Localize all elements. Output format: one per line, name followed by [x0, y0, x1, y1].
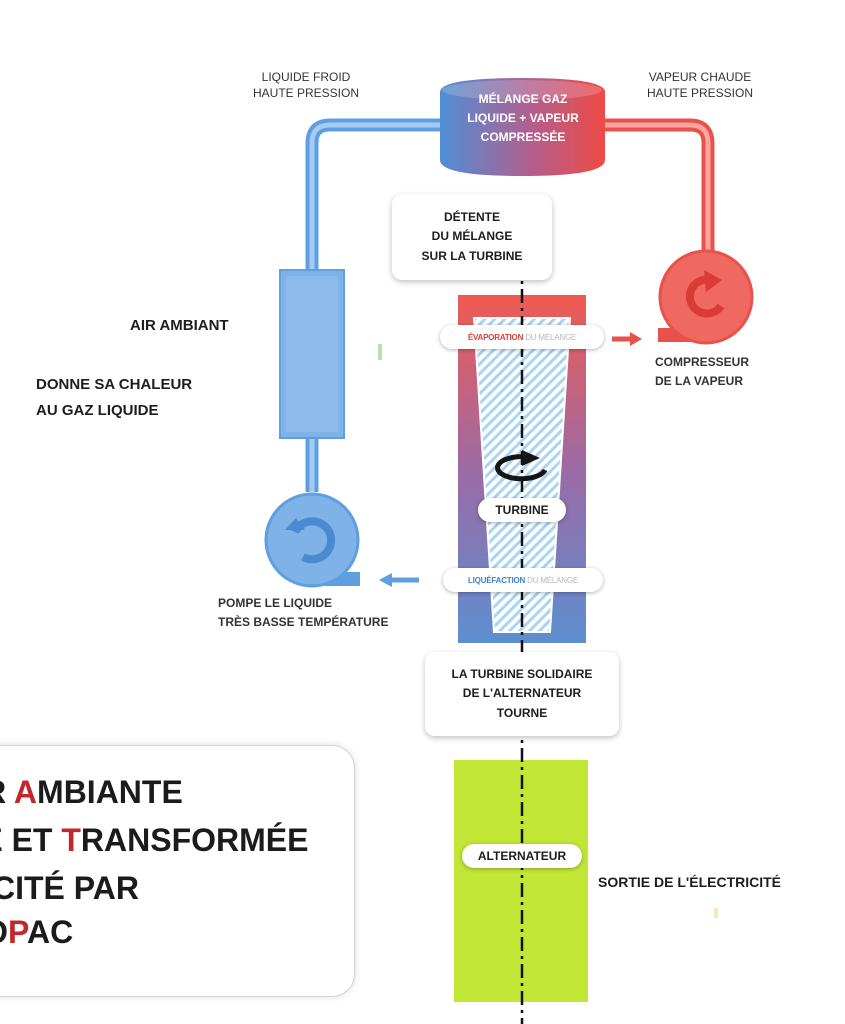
evaporation-main: ÉVAPORATION	[467, 332, 524, 342]
evaporation-arrow	[612, 332, 642, 346]
cold-liquid-pipe	[305, 118, 440, 492]
cold-liquid-label: LIQUIDE FROID HAUTE PRESSION	[236, 70, 376, 101]
hot-vapor-label: VAPEUR CHAUDE HAUTE PRESSION	[625, 70, 775, 101]
mixture-capsule	[440, 78, 605, 176]
title-line-2-accent: T	[61, 822, 81, 858]
stray-mark	[714, 908, 718, 918]
title-card: UR AMBIANTE ÉE ET TRANSFORMÉE RICITÉ PAR…	[0, 746, 354, 996]
expansion-box: DÉTENTE DU MÉLANGE SUR LA TURBINE	[392, 194, 552, 280]
liquefaction-rest: DU MÉLANGE	[527, 575, 579, 585]
liquefaction-pill: LIQUÉFACTION DU MÉLANGE	[443, 568, 603, 592]
mixture-label-line2: LIQUIDE + VAPEUR	[467, 111, 579, 126]
title-line-2-pre: ÉE ET	[0, 822, 53, 858]
title-line-4-post: AC	[26, 914, 74, 950]
ambient-air-label: AIR AMBIANT	[130, 317, 229, 334]
stray-mark	[378, 344, 382, 360]
title-line-1-pre: UR	[0, 774, 14, 810]
alternator-pill: ALTERNATEUR	[462, 844, 582, 868]
title-line-4-accent: P	[8, 914, 27, 950]
pump-label-line1: POMPE LE LIQUIDE	[218, 596, 333, 610]
liquefaction-main: LIQUÉFACTION	[467, 575, 526, 585]
compressor-label-line1: COMPRESSEUR	[655, 355, 750, 369]
expansion-line1: DÉTENTE	[443, 210, 500, 225]
pump-label-line2: TRÈS BASSE TEMPÉRATURE	[218, 615, 389, 630]
expansion-line2: DU MÉLANGE	[431, 229, 513, 244]
title-line-1-accent: A	[13, 774, 38, 810]
title-line-1: UR AMBIANTE	[0, 774, 183, 811]
mixture-label-line3: COMPRESSÉE	[480, 130, 566, 145]
gives-heat-label: DONNE SA CHALEUR AU GAZ LIQUIDE	[36, 372, 256, 425]
electricity-output-label: SORTIE DE L'ÉLECTRICITÉ	[598, 874, 782, 890]
alternator-block	[454, 760, 588, 1002]
title-line-2-post: RANSFORMÉE	[80, 822, 309, 858]
evaporation-rest: DU MÉLANGE	[525, 332, 577, 342]
title-line-1-post: MBIANTE	[37, 774, 183, 810]
title-line-3: RICITÉ PAR	[0, 870, 139, 906]
title-line-4: ROPAC	[0, 914, 73, 951]
liquefaction-arrow	[379, 573, 419, 587]
hot-vapor-label-line2: HAUTE PRESSION	[646, 85, 754, 100]
pump-label: POMPE LE LIQUIDE TRÈS BASSE TEMPÉRATURE	[218, 594, 428, 632]
hot-vapor-pipe	[605, 118, 715, 258]
evaporation-pill: ÉVAPORATION DU MÉLANGE	[440, 325, 604, 349]
title-line-4-pre: RO	[0, 914, 8, 950]
title-line-2: ÉE ET TRANSFORMÉE	[0, 822, 308, 859]
mixture-label-line1: MÉLANGE GAZ	[478, 92, 568, 106]
solidary-line3: TOURNE	[496, 705, 548, 720]
turbine-solidary-box: LA TURBINE SOLIDAIRE DE L'ALTERNATEUR TO…	[425, 652, 619, 736]
solidary-line2: DE L'ALTERNATEUR	[462, 686, 582, 701]
heat-exchanger	[279, 269, 345, 439]
gives-heat-line1: DONNE SA CHALEUR	[36, 376, 193, 393]
solidary-line1: LA TURBINE SOLIDAIRE	[451, 667, 593, 682]
cold-liquid-label-line2: HAUTE PRESSION	[252, 85, 360, 100]
mixture-label: MÉLANGE GAZ LIQUIDE + VAPEUR COMPRESSÉE	[440, 90, 606, 148]
pump-symbol	[264, 492, 360, 588]
hot-vapor-label-line1: VAPEUR CHAUDE	[648, 70, 752, 84]
expansion-line3: SUR LA TURBINE	[421, 248, 523, 263]
compressor-symbol	[658, 249, 754, 345]
cold-liquid-label-line1: LIQUIDE FROID	[261, 70, 351, 84]
gives-heat-line2: AU GAZ LIQUIDE	[36, 402, 159, 420]
rotation-icon	[495, 450, 548, 482]
compressor-label-line2: DE LA VAPEUR	[655, 374, 744, 389]
compressor-label: COMPRESSEUR DE LA VAPEUR	[655, 353, 775, 391]
turbine-pill: TURBINE	[478, 498, 566, 522]
